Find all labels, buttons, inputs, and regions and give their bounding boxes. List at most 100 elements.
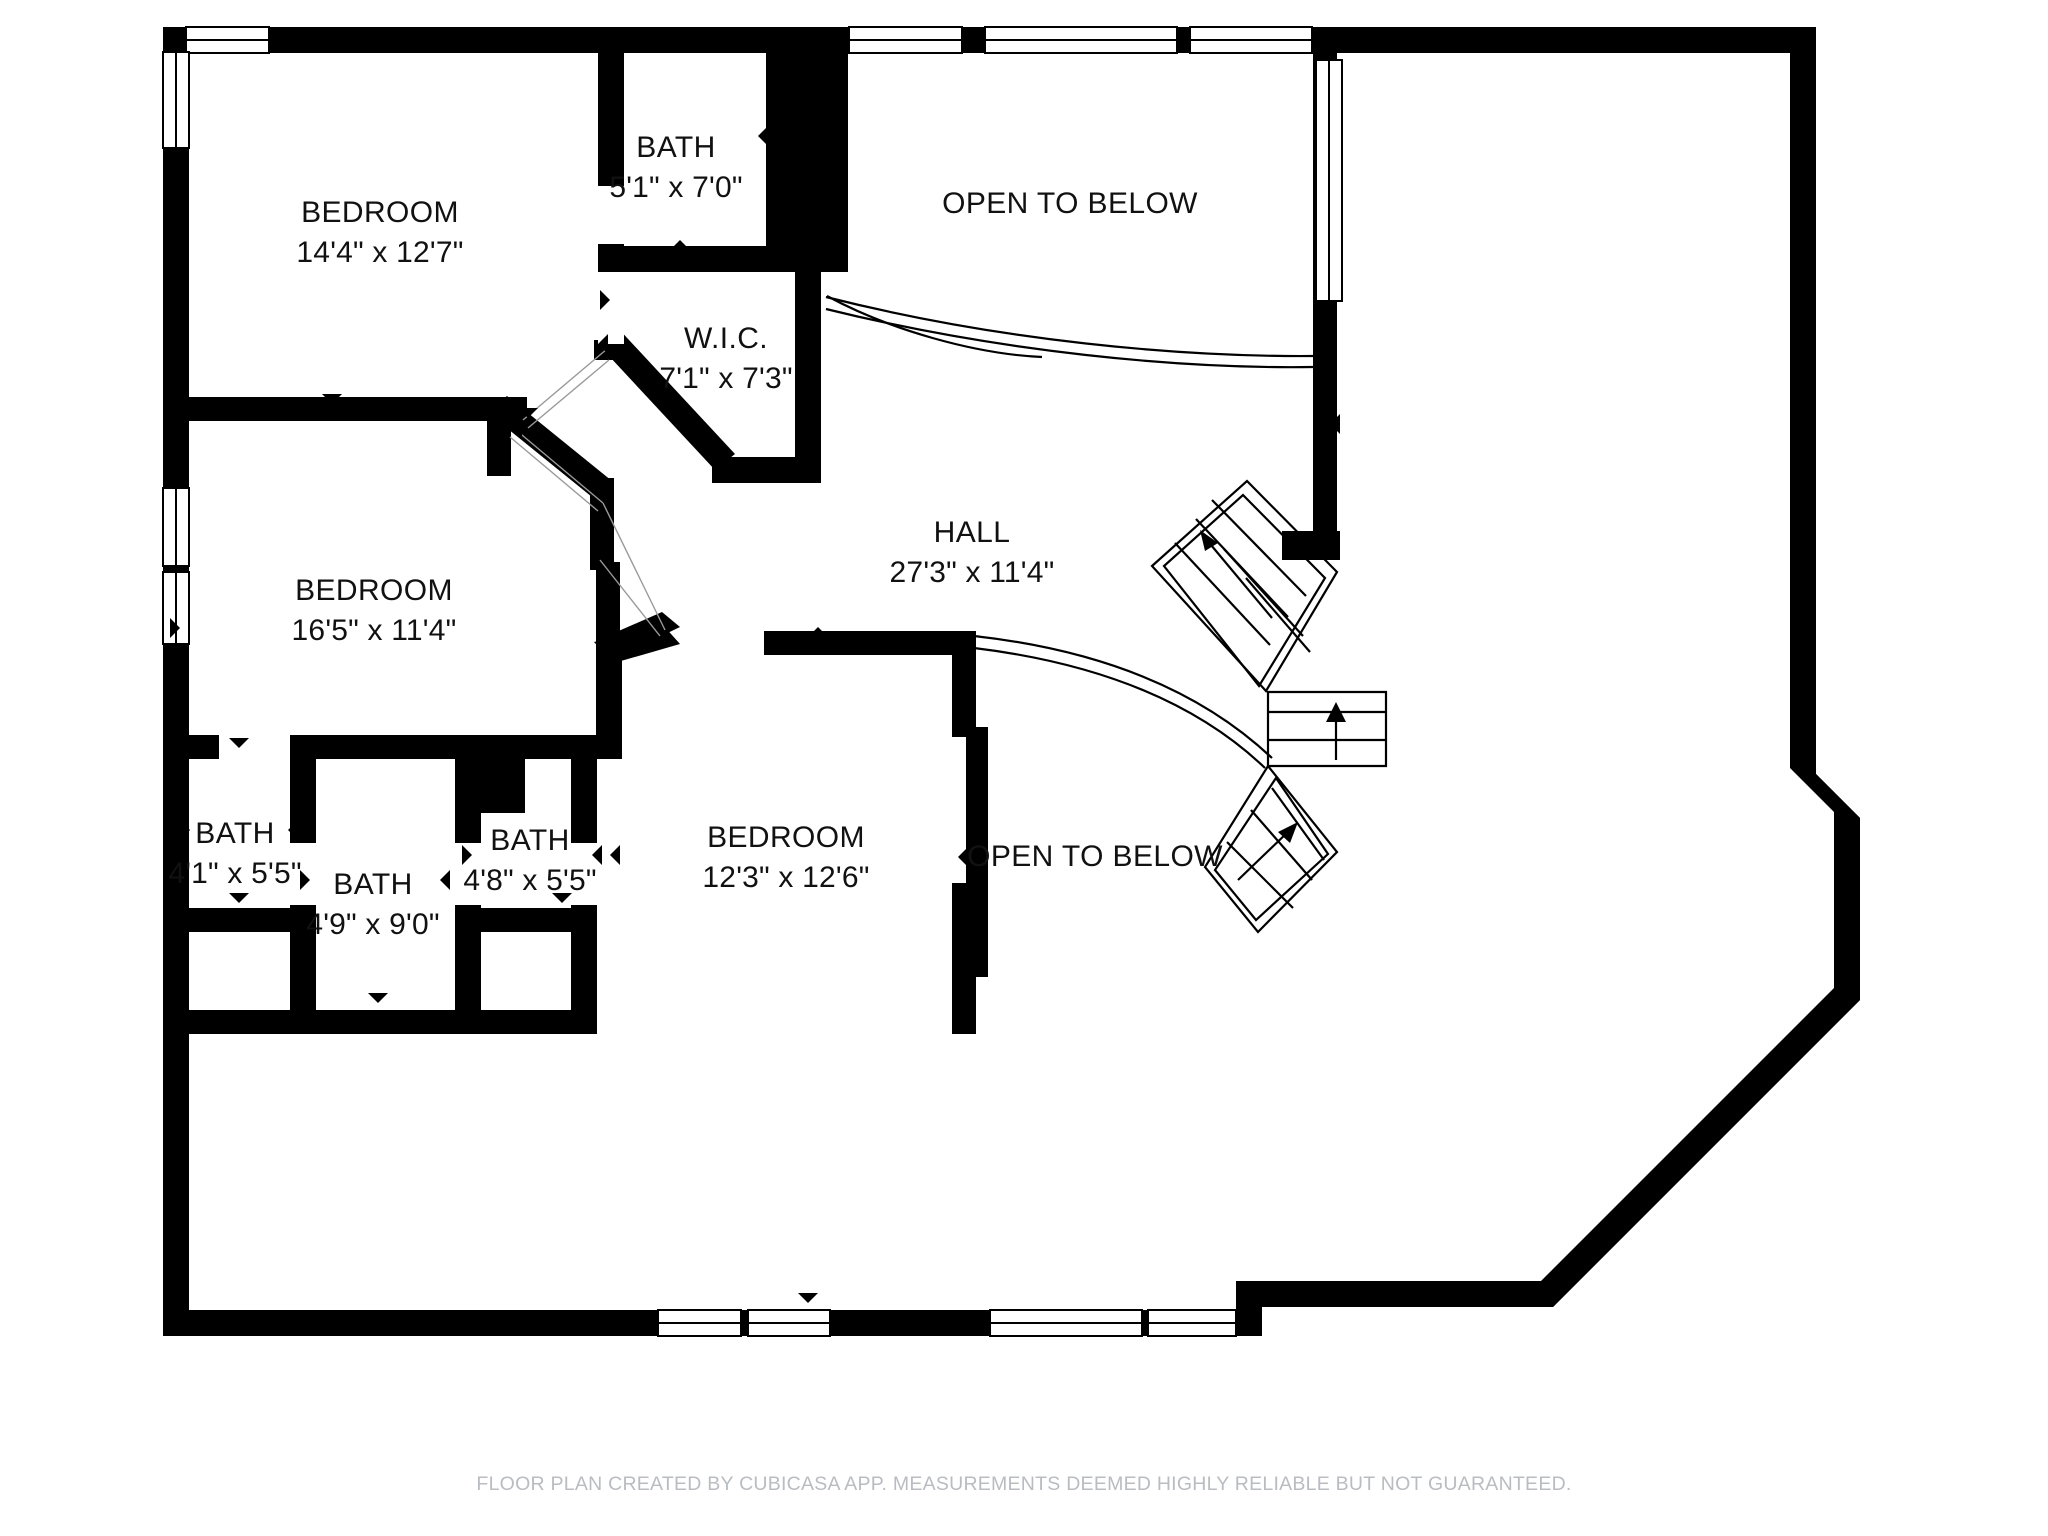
window-south-a <box>657 1309 742 1337</box>
marker-bathcenter-east <box>440 870 450 890</box>
wall-bathright-right-upper <box>571 745 597 843</box>
room-walk-in-closet: W.I.C. 7'1" x 7'3" <box>659 322 792 395</box>
wall-bathrow-bottom <box>175 1010 597 1034</box>
room-label-text: OPEN TO BELOW <box>942 187 1198 220</box>
closet-door-line-b <box>527 359 610 429</box>
marker-bathleft-east <box>288 820 298 840</box>
room-label-text: BATH <box>333 868 412 901</box>
room-dim-text: 4'9" x 9'0" <box>306 908 439 941</box>
staircase <box>1150 479 1388 934</box>
wall-bedroom-bath-upper <box>598 43 624 186</box>
room-hall: HALL 27'3" x 11'4" <box>890 516 1055 589</box>
room-dim-text: 7'1" x 7'3" <box>659 362 792 395</box>
stairs-landing <box>1266 690 1388 768</box>
room-bedroom-second: BEDROOM 16'5" x 11'4" <box>292 574 457 647</box>
wall-bedroom3-top <box>764 631 976 655</box>
wall-bedroom3-right-lower <box>952 882 976 1034</box>
stairs-upper-flight <box>1150 479 1339 693</box>
marker-bathcenter-south <box>368 993 388 1003</box>
room-bath-right: BATH 4'8" x 5'5" <box>463 824 596 897</box>
railing-upper-inner2 <box>825 307 1314 369</box>
stairs-lower-flight <box>1203 764 1339 934</box>
window-west-upper <box>162 51 190 149</box>
railing-upper-outer <box>825 295 1314 358</box>
marker-bathleft-north <box>229 738 249 748</box>
wall-bedroom3-right-upper <box>952 631 976 737</box>
room-bedroom-master: BEDROOM 14'4" x 12'7" <box>296 196 463 269</box>
window-north-right-a <box>848 26 963 54</box>
marker-wic-north <box>761 250 781 260</box>
room-dim-text: 16'5" x 11'4" <box>292 614 457 647</box>
marker-bath-north <box>667 42 687 52</box>
wall-closet-left <box>487 410 511 476</box>
marker-bathright-west <box>462 845 472 865</box>
closet-door-line-c <box>515 429 604 504</box>
closet-door-line-d <box>509 436 599 512</box>
room-label-text: HALL <box>934 516 1011 549</box>
room-open-to-below-top: OPEN TO BELOW <box>942 187 1198 220</box>
wall-bathcenter-divider-upper <box>455 745 481 843</box>
room-open-to-below-bottom: OPEN TO BELOW <box>967 840 1223 873</box>
room-bedroom-third: BEDROOM 12'3" x 12'6" <box>702 821 869 894</box>
window-north-right-b <box>984 26 1178 54</box>
windows <box>162 26 1343 1337</box>
marker-closet-a <box>518 408 538 418</box>
marker-bedroom2-north <box>322 394 342 404</box>
marker-bathright-north <box>538 738 558 748</box>
room-label-text: BATH <box>195 817 274 850</box>
wall-bedroom2-top <box>175 397 507 421</box>
wall-bathright-bottom <box>455 908 591 932</box>
marker-wic-west <box>600 290 610 310</box>
closet-door-lines <box>509 348 666 637</box>
footer-disclaimer: FLOOR PLAN CREATED BY CUBICASA APP. MEAS… <box>476 1473 1572 1495</box>
curved-railing <box>825 295 1314 769</box>
door-wic <box>598 272 624 344</box>
marker-bedroom3-north-b <box>808 627 828 637</box>
wall-bath-center-right-upper <box>596 648 622 746</box>
wall-bathrow-top-b <box>290 735 458 759</box>
wall-bathrow-top-a <box>175 735 219 759</box>
railing-lower-outer <box>973 634 1273 759</box>
room-dim-text: 4'1" x 5'5" <box>168 857 301 890</box>
marker-bath-west <box>600 126 610 146</box>
room-label-text: BATH <box>490 824 569 857</box>
room-label-text: BATH <box>636 131 715 164</box>
marker-bathcenter-north <box>370 740 390 750</box>
marker-bedroom3-south <box>798 1293 818 1303</box>
room-label-text: BEDROOM <box>707 821 865 854</box>
marker-bedroom-west <box>170 340 180 360</box>
marker-bedroom-north <box>522 42 542 52</box>
wall-closet-right <box>590 478 614 570</box>
room-dim-text: 4'8" x 5'5" <box>463 864 596 897</box>
wall-bathright-right-lower <box>571 905 597 1013</box>
closet-door-line-f <box>599 559 661 637</box>
marker-bathleft-west <box>180 820 190 840</box>
opening-markers <box>170 42 1340 1303</box>
marker-hall-east <box>1330 414 1340 434</box>
wall-bathleft-bottom <box>175 908 290 932</box>
door-bath-right-east <box>571 843 597 905</box>
wall-bathleft-divider-lower <box>290 905 316 1013</box>
room-labels: BEDROOM 14'4" x 12'7" BATH 5'1" x 7'0" O… <box>168 131 1223 941</box>
marker-closet-d <box>658 632 678 642</box>
door-bath-master <box>598 186 624 244</box>
marker-bathright-south <box>552 893 572 903</box>
wall-block-bath-right <box>766 43 848 272</box>
marker-closet-b <box>512 418 522 438</box>
window-east <box>1315 59 1343 302</box>
marker-bath-south <box>670 240 690 250</box>
window-west-lower <box>162 487 190 645</box>
wall-wic-diagonal <box>596 326 735 470</box>
marker-bedroom2-west <box>170 618 180 638</box>
window-north-left <box>185 26 270 54</box>
window-south-d <box>1147 1309 1237 1337</box>
wall-closet-diagonal-upper <box>487 396 612 497</box>
room-dim-text: 14'4" x 12'7" <box>296 236 463 269</box>
marker-bathcenter-west <box>300 870 310 890</box>
room-label-text: BEDROOM <box>295 574 453 607</box>
wall-bedroom3-diagonal-corner <box>598 612 680 655</box>
wall-wic-right <box>795 256 821 481</box>
